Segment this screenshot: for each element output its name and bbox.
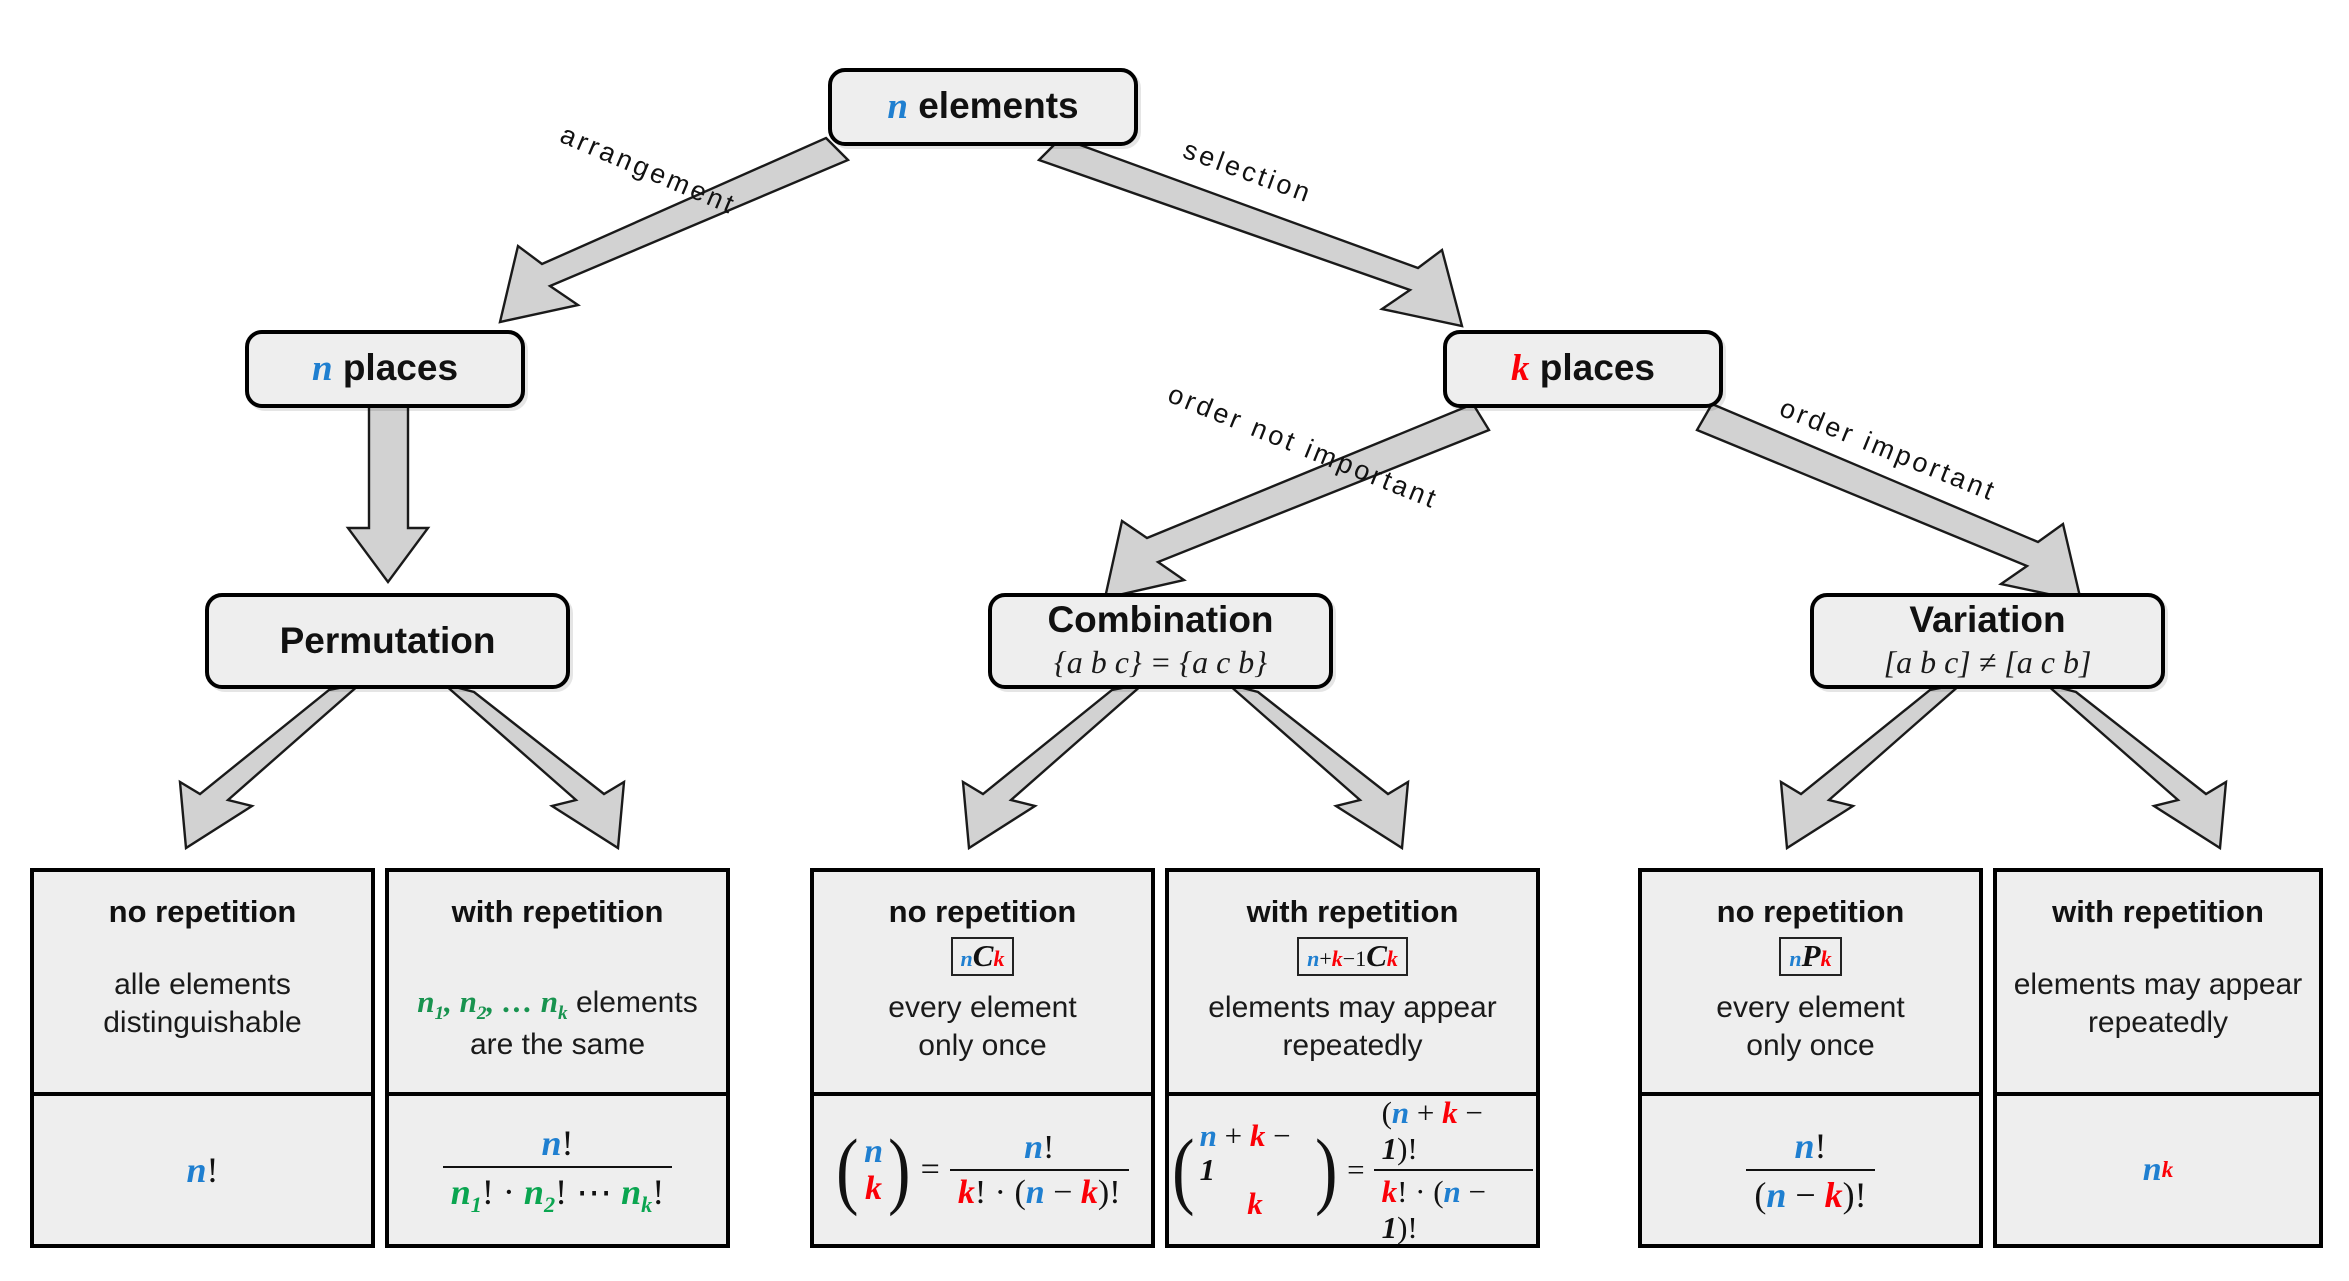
- node-permutation[interactable]: Permutation: [205, 593, 570, 689]
- leaf-head: with repetition: [1246, 894, 1459, 929]
- node-permutation-title: Permutation: [279, 619, 496, 661]
- leaf-combination-with-repetition[interactable]: with repetition n+k−1Ck elements may app…: [1165, 868, 1540, 1248]
- leaf-permutation-no-repetition[interactable]: no repetition alle elements distinguisha…: [30, 868, 375, 1248]
- node-k-places-label: places: [1539, 347, 1655, 389]
- node-k-places-title: k places: [1511, 347, 1655, 390]
- leaf-top: no repetition nPk every element only onc…: [1642, 872, 1979, 1096]
- arrow-combination-with-repetition: [1227, 682, 1410, 851]
- node-combination-title: Combination: [1047, 599, 1274, 641]
- formula-multiset-coefficient: ( n + k − 1 k ) = (n + k − 1)! k! · (n −…: [1169, 1095, 1536, 1246]
- leaf-description: every element only once: [1716, 990, 1905, 1062]
- leaf-description: elements may appear repeatedly: [1208, 990, 1497, 1062]
- leaf-variation-no-repetition[interactable]: no repetition nPk every element only onc…: [1638, 868, 1983, 1248]
- leaf-description: n1, n2, … nk elements are the same: [409, 943, 705, 1079]
- leaf-formula: ( n k ) = n! k! · (n − k)!: [814, 1096, 1151, 1244]
- node-variation-title: Variation: [1909, 599, 2066, 641]
- node-n-places[interactable]: n places: [245, 330, 525, 408]
- leaf-description: elements may appear repeatedly: [2013, 967, 2303, 1039]
- leaf-top: with repetition n1, n2, … nk elements ar…: [389, 872, 726, 1096]
- notation-n-plus-k-minus-1-C-k: n+k−1Ck: [1297, 937, 1408, 976]
- leaf-formula: n!: [34, 1096, 371, 1244]
- variable-k: k: [1511, 348, 1530, 390]
- leaf-variation-with-repetition[interactable]: with repetition elements may appear repe…: [1993, 868, 2323, 1248]
- leaf-head: no repetition: [108, 894, 297, 929]
- node-n-elements-label: elements: [918, 85, 1079, 127]
- arrow-arrangement: [498, 136, 851, 324]
- leaf-head: with repetition: [2052, 894, 2264, 929]
- arrow-order-important: [1695, 402, 2083, 603]
- leaf-top: with repetition elements may appear repe…: [1997, 872, 2319, 1096]
- leaf-permutation-with-repetition[interactable]: with repetition n1, n2, … nk elements ar…: [385, 868, 730, 1248]
- leaf-description: alle elements distinguishable: [103, 967, 302, 1039]
- leaf-top: no repetition nCk every element only onc…: [814, 872, 1151, 1096]
- edge-label-arrangement: arrangement: [556, 119, 741, 220]
- notation-nPk: nPk: [1779, 937, 1842, 976]
- node-combination[interactable]: Combination {a b c} = {a c b}: [988, 593, 1333, 689]
- arrow-variation-with-repetition: [2045, 682, 2228, 851]
- leaf-formula: n! n1! · n2! ⋯ nk!: [389, 1096, 726, 1244]
- formula-n-factorial: n!: [186, 1150, 219, 1190]
- arrow-order-not-important: [1103, 402, 1491, 600]
- leaf-head: no repetition: [1716, 894, 1905, 929]
- formula-binomial: ( n k ) = n! k! · (n − k)!: [833, 1126, 1131, 1213]
- variable-n: n: [311, 348, 333, 390]
- arrow-permutation-with-repetition: [443, 682, 626, 851]
- leaf-description: every element only once: [888, 990, 1077, 1062]
- notation-nCk: nCk: [950, 937, 1015, 976]
- leaf-head: with repetition: [451, 894, 664, 929]
- node-n-elements[interactable]: n elements: [828, 68, 1138, 146]
- node-n-elements-title: n elements: [887, 85, 1079, 128]
- node-combination-subtitle: {a b c} = {a c b}: [1053, 643, 1268, 680]
- leaf-head: no repetition: [888, 894, 1077, 929]
- leaf-top: with repetition n+k−1Ck elements may app…: [1169, 872, 1536, 1096]
- desc-variables: n1, n2, … nk: [417, 983, 568, 1024]
- arrow-selection: [1036, 136, 1464, 328]
- arrow-variation-no-repetition: [1779, 681, 1966, 851]
- node-n-places-label: places: [342, 347, 459, 389]
- desc-text: elements are the same: [469, 985, 698, 1062]
- node-variation[interactable]: Variation [a b c] ≠ [a c b]: [1810, 593, 2165, 689]
- leaf-top: no repetition alle elements distinguisha…: [34, 872, 371, 1096]
- node-k-places[interactable]: k places: [1443, 330, 1723, 408]
- formula-multiset-permutation: n! n1! · n2! ⋯ nk!: [440, 1122, 676, 1218]
- arrow-combination-no-repetition: [961, 681, 1148, 851]
- arrow-n-places-to-permutation: [345, 398, 431, 585]
- node-n-places-title: n places: [311, 347, 459, 390]
- leaf-combination-no-repetition[interactable]: no repetition nCk every element only onc…: [810, 868, 1155, 1248]
- arrow-permutation-no-repetition: [178, 681, 365, 851]
- node-variation-subtitle: [a b c] ≠ [a c b]: [1883, 643, 2092, 680]
- leaf-formula: ( n + k − 1 k ) = (n + k − 1)! k! · (n −…: [1169, 1095, 1536, 1246]
- variable-n: n: [887, 86, 908, 128]
- formula-falling-factorial: n! (n − k)!: [1743, 1125, 1877, 1216]
- leaf-formula: n! (n − k)!: [1642, 1096, 1979, 1244]
